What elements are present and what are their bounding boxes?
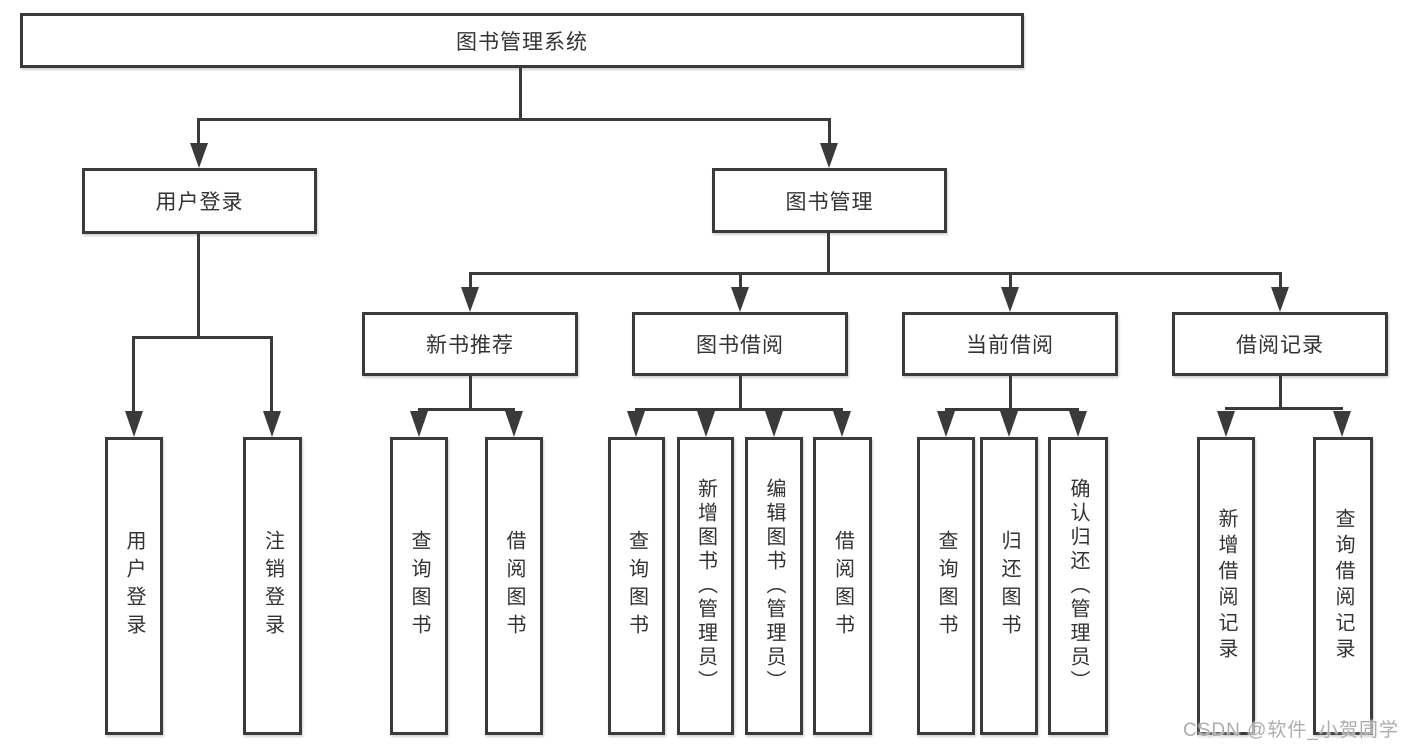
leaf-nb-borrow-books: 借阅图书 [485,437,543,735]
leaf-bb-borrow-books: 借阅图书 [813,437,872,735]
node-borrow-records: 借阅记录 [1172,312,1388,376]
connector-leaf-drop [270,336,273,412]
leaf-br-add-record-label: 新增借阅记录 [1215,508,1237,664]
connector-current-borrow-stub [1009,376,1012,410]
connector-borrow-records-branch [1225,407,1343,410]
node-book-mgmt: 图书管理 [712,168,947,233]
leaf-cb-return-books: 归还图书 [980,437,1038,735]
leaf-br-query-record-label: 查询借阅记录 [1332,508,1354,664]
leaf-br-query-record: 查询借阅记录 [1313,437,1373,735]
down-arrowhead-icon [627,411,645,437]
node-root-label: 图书管理系统 [456,30,588,54]
down-arrowhead-icon [263,411,281,437]
node-current-borrow-label: 当前借阅 [966,334,1054,357]
node-book-borrow-label: 图书借阅 [696,334,784,357]
down-arrowhead-icon [505,411,523,437]
leaf-bb-add-books-admin-label: 新增图书（管理员） [694,478,717,694]
down-arrowhead-icon [820,143,838,168]
leaf-nb-borrow-books-label: 借阅图书 [503,530,525,642]
down-arrowhead-icon [937,411,955,437]
down-arrowhead-icon [410,411,428,437]
leaf-bb-edit-books-admin: 编辑图书（管理员） [745,437,803,735]
connector-borrow-records-drop [1279,272,1282,289]
down-arrowhead-icon [1217,411,1235,437]
connector-book-mgmt-stub [827,233,830,274]
node-root: 图书管理系统 [20,13,1024,68]
connector-book-mgmt-drop [828,118,831,146]
connector-root-stub [519,67,522,119]
connector-user-login-drop [197,118,200,146]
down-arrowhead-icon [1333,411,1351,437]
connector-borrow-records-stub [1279,376,1282,409]
down-arrowhead-icon [1271,287,1289,312]
node-book-mgmt-label: 图书管理 [785,190,874,214]
node-user-login: 用户登录 [82,168,317,234]
leaf-nb-query-books-label: 查询图书 [408,530,430,642]
leaf-cb-confirm-return-admin: 确认归还（管理员） [1048,437,1108,735]
connector-book-borrow-drop [739,272,742,289]
connector-new-books-drop [469,272,472,289]
node-new-books: 新书推荐 [362,312,578,376]
node-user-login-label: 用户登录 [155,191,244,214]
leaf-user-login: 用户登录 [105,437,163,735]
leaf-logout-label: 注销登录 [261,530,284,642]
leaf-cb-return-books-label: 归还图书 [998,530,1020,642]
leaf-bb-borrow-books-label: 借阅图书 [831,530,854,642]
connector-current-borrow-branch [945,408,1079,411]
leaf-bb-edit-books-admin-label: 编辑图书（管理员） [763,478,785,694]
connector-leaf-drop [132,336,135,412]
connector-level3-branch [469,272,1281,275]
connector-level2-branch [198,118,831,121]
leaf-bb-add-books-admin: 新增图书（管理员） [677,437,734,735]
leaf-cb-query-books: 查询图书 [917,437,975,735]
leaf-bb-query-books: 查询图书 [608,437,665,735]
connector-new-books-branch [418,408,515,411]
node-book-borrow: 图书借阅 [632,312,848,376]
connector-book-borrow-branch [635,408,843,411]
down-arrowhead-icon [833,411,851,437]
down-arrowhead-icon [461,287,479,312]
leaf-br-add-record: 新增借阅记录 [1197,437,1255,735]
leaf-cb-query-books-label: 查询图书 [935,530,957,642]
connector-user-login-branch [133,336,273,339]
leaf-nb-query-books: 查询图书 [390,437,448,735]
down-arrowhead-icon [697,411,715,437]
leaf-user-login-label: 用户登录 [123,530,145,642]
connector-user-login-stub [197,233,200,338]
connector-current-borrow-drop [1009,272,1012,289]
connector-book-borrow-stub [739,376,742,410]
leaf-cb-confirm-return-admin-label: 确认归还（管理员） [1067,478,1089,694]
node-current-borrow: 当前借阅 [902,312,1118,376]
connector-new-books-stub [469,376,472,410]
down-arrowhead-icon [1000,411,1018,437]
down-arrowhead-icon [765,411,783,437]
leaf-bb-query-books-label: 查询图书 [625,530,648,642]
node-new-books-label: 新书推荐 [426,334,514,357]
csdn-watermark: CSDN @软件_小贺同学 [1183,720,1399,741]
down-arrowhead-icon [1069,411,1087,437]
down-arrowhead-icon [190,143,208,168]
down-arrowhead-icon [1001,287,1019,312]
down-arrowhead-icon [125,411,143,437]
down-arrowhead-icon [731,287,749,312]
leaf-logout: 注销登录 [243,437,302,735]
node-borrow-records-label: 借阅记录 [1236,334,1324,357]
